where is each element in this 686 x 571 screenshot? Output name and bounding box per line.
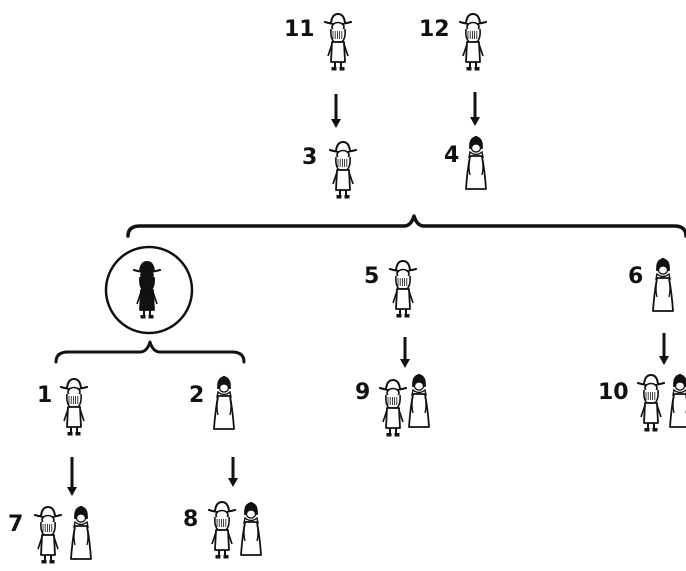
label-9: 9 <box>355 380 371 405</box>
arrow-1-to-7 <box>67 457 77 496</box>
figure-9-man-icon <box>378 378 408 437</box>
arrow-6-to-10 <box>659 333 669 365</box>
figure-3-man-icon <box>328 140 358 199</box>
arrow-5-to-9 <box>400 337 410 368</box>
brace-generation-4 <box>54 340 246 364</box>
figure-10-woman-icon <box>669 373 686 428</box>
brace-generation-3 <box>126 214 686 238</box>
label-5: 5 <box>364 264 380 289</box>
figure-7-man-icon <box>33 505 63 564</box>
label-8: 8 <box>183 507 199 532</box>
label-4: 4 <box>444 143 460 168</box>
figure-2-woman-icon <box>213 375 235 430</box>
figure-6-woman-icon <box>652 257 674 312</box>
label-7: 7 <box>8 512 24 537</box>
figure-10-man-icon <box>636 373 666 432</box>
label-1: 1 <box>37 383 53 408</box>
arrow-12-to-4 <box>470 92 480 126</box>
figure-5-man-icon <box>388 259 418 318</box>
label-3: 3 <box>302 145 318 170</box>
arrow-2-to-8 <box>228 457 238 487</box>
arrow-11-to-3 <box>331 94 341 128</box>
figure-12-man-icon <box>458 12 488 71</box>
figure-9-woman-icon <box>408 373 430 428</box>
label-2: 2 <box>189 383 205 408</box>
figure-11-man-icon <box>323 12 353 71</box>
label-10: 10 <box>598 380 629 405</box>
figure-8-woman-icon <box>240 501 262 556</box>
label-12: 12 <box>419 17 450 42</box>
figure-4-woman-icon <box>465 135 487 190</box>
figure-7-woman-icon <box>70 505 92 560</box>
label-6: 6 <box>628 264 644 289</box>
label-11: 11 <box>284 17 315 42</box>
figure-center-silhouette-icon <box>132 260 162 319</box>
figure-8-man-icon <box>207 500 237 559</box>
figure-1-man-icon <box>59 377 89 436</box>
